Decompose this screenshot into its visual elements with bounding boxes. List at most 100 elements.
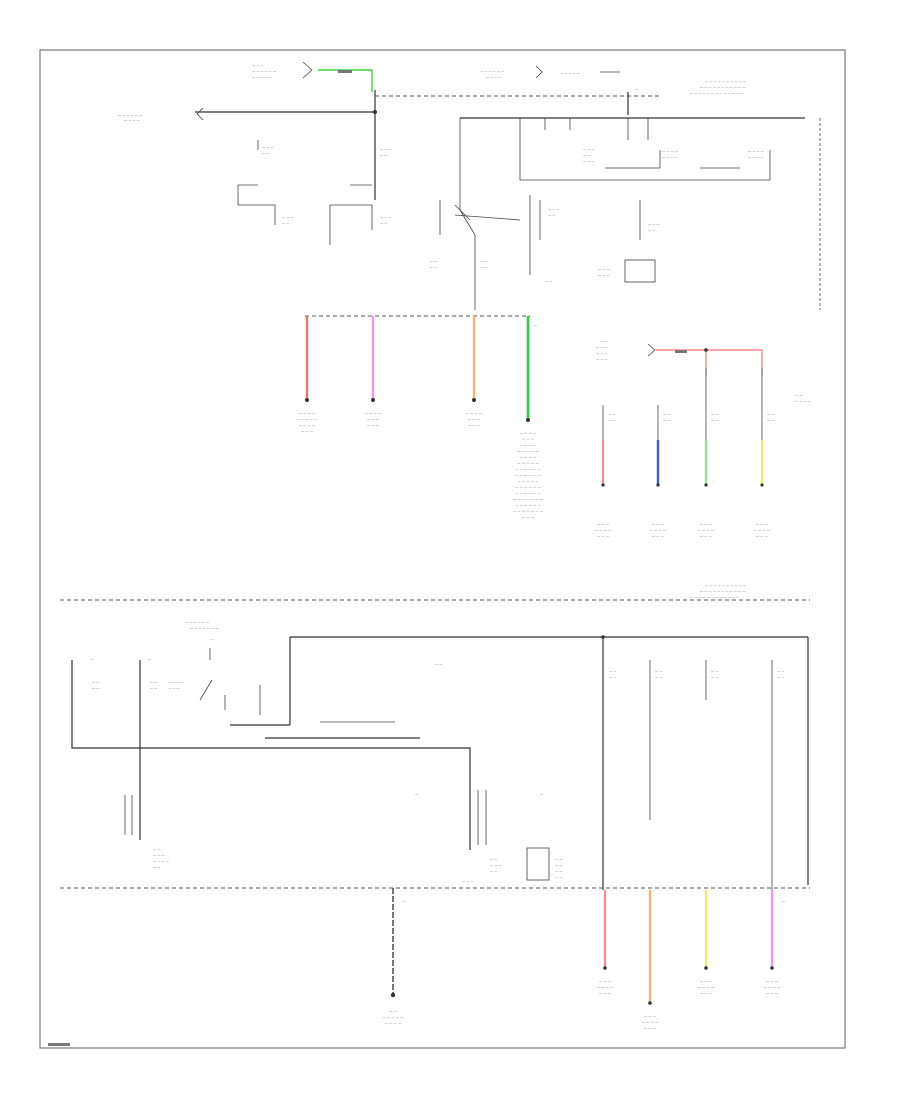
svg-text:— — — — — — — — — —: — — — — — — — — — — [705,79,747,83]
svg-text:— — —: — — — [252,63,264,67]
svg-text:— — — — — — — — — — — —: — — — — — — — — — — — — [690,595,740,599]
svg-text:— — —: — — — [596,357,608,361]
svg-text:— — —: — — — [583,147,595,151]
page-tag [48,1043,70,1046]
svg-text:— — — —: — — — — [650,528,667,532]
fuse-left-2: — — — — — [380,147,392,157]
svg-text:— — —: — — — [756,522,769,526]
svg-text:— — —: — — — [766,979,779,983]
svg-text:— — —: — — — [153,853,165,857]
svg-text:— — —: — — — [700,979,713,983]
relay-box-2: — — — — — — — — [662,149,740,169]
svg-text:— — — —: — — — — [764,985,781,989]
bottom-switch-label: — — — — — — — — — — — — — — [185,620,219,641]
svg-text:— — — —: — — — — [748,155,765,159]
wire-lightgreen: — — — — — — — — — — — — — — [698,368,719,538]
svg-text:— — —: — — — [756,534,769,538]
svg-text:— — — — — —: — — — — — — [515,485,541,489]
svg-text:— — — —: — — — — [520,431,537,435]
svg-text:— — —: — — — [644,1014,657,1018]
svg-text:— —: — — [648,228,656,232]
svg-text:— — — — — — — — — — —: — — — — — — — — — — — [700,85,746,89]
bottom-right-label: — — — — — — — — — — — — — — — — — — — — … [690,583,747,599]
battery-connector: — — — — — — — — — — — — — — [252,61,313,79]
svg-text:— —: — — [480,259,488,263]
svg-text:— — — —: — — — — [153,859,170,863]
svg-text:— — —: — — — [522,515,535,519]
svg-text:—: — [148,657,152,661]
svg-text:— —: — — [711,675,719,679]
svg-text:— — —: — — — [262,145,274,149]
svg-text:— — — — — —: — — — — — — [515,473,541,477]
svg-text:— — — —: — — — — [662,155,679,159]
svg-text:— —: — — [545,279,553,283]
svg-text:— — —: — — — [652,534,665,538]
svg-text:— —: — — [555,869,563,873]
svg-text:— —: — — [609,675,617,679]
svg-text:— —: — — [555,863,563,867]
svg-text:— — —: — — — [468,423,481,427]
diagram-frame [39,49,846,1049]
svg-text:— — — —: — — — — [520,455,537,459]
svg-text:— — —: — — — [599,991,612,995]
svg-text:— — —: — — — [380,147,392,151]
fuse-left-1: — — — — — [257,140,274,155]
svg-text:— — — — —: — — — — — [382,1015,404,1019]
svg-text:— —: — — [490,857,498,861]
svg-text:— —: — — [430,265,438,269]
svg-text:— — — —: — — — — [595,528,612,532]
svg-text:— — —: — — — [168,686,180,690]
svg-text:— —: — — [490,869,498,873]
svg-text:— —: — — [153,847,161,851]
svg-text:— —: — — [262,151,270,155]
svg-text:— — — — —: — — — — — [296,417,318,421]
svg-text:— — —: — — — [490,863,502,867]
svg-text:— — — — — — — — — — — — —: — — — — — — — — — — — — — [690,91,744,95]
left-connector: — — — — — — — — — — [118,107,204,122]
svg-text:—: — [415,792,419,796]
svg-text:— — — —: — — — — [748,149,765,153]
svg-text:— —: — — [150,686,158,690]
svg-text:— — — — —: — — — — — [560,71,581,75]
upper-mid-connector: — — — — — — — — — — — — — — — [480,65,620,79]
svg-text:— — —: — — — [380,215,392,219]
svg-text:— — —: — — — [548,207,560,211]
svg-text:— —: — — [389,1009,397,1013]
svg-text:— —: — — [711,669,719,673]
svg-text:— — — — — —: — — — — — — [252,69,277,73]
svg-text:—: — [90,657,94,661]
mid-relay [439,195,541,275]
svg-text:— —: — — [555,875,563,879]
svg-text:— — — — —: — — — — — [517,461,539,465]
wire-red-1: — — — — — — — — — — — — — — — — [296,316,318,433]
top-right-label: — — — — — — — — — — — — — — — — — — — — … [690,79,747,95]
relay-bottom-2 [526,847,550,881]
svg-text:— —: — — [583,153,591,157]
ground-wire: — — — — — — — — — — — — [382,888,406,1025]
svg-text:—: — [782,899,786,903]
relay-small [624,259,656,283]
red-bus-right [656,349,763,368]
switch-left-1 [237,185,276,225]
svg-text:— — — —: — — — — [365,411,382,415]
svg-text:— —: — — [711,412,719,416]
relay-bottom-1: — — — — — — — — — — [462,857,502,883]
green-wire-top [318,69,373,92]
svg-text:— —: — — [92,686,100,690]
svg-text:—: — [540,792,544,796]
svg-text:— —: — — [608,412,616,416]
svg-text:— —: — — [150,680,158,684]
svg-text:—: — [402,899,406,903]
wire-blue: — — — — — — — — — — — — — — [650,405,671,538]
svg-text:— —: — — [608,418,616,422]
svg-text:— —: — — [663,418,671,422]
svg-text:— — —: — — — [597,522,610,526]
svg-text:— — — — — —: — — — — — — [480,69,505,73]
svg-text:— — —: — — — [367,423,380,427]
svg-text:— —: — — [655,669,663,673]
svg-text:— —: — — [380,153,388,157]
svg-text:— — — —: — — — — [698,985,715,989]
svg-text:—: — [210,637,214,641]
svg-text:— — —: — — — [462,879,474,883]
